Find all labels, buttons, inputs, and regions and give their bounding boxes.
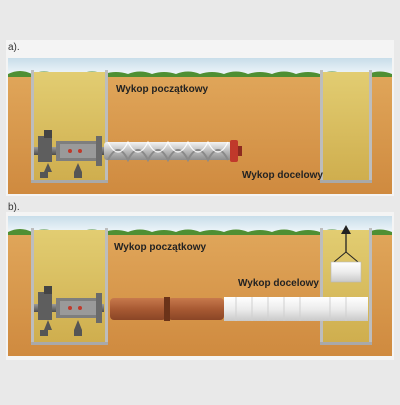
panel-a-tag: a). bbox=[8, 42, 20, 53]
panel-a-boring-machine bbox=[34, 130, 104, 178]
pipe-segment bbox=[168, 298, 224, 320]
panel-a-auger bbox=[104, 140, 232, 163]
panel-a-cutter-head bbox=[230, 140, 242, 162]
panel-b-casing-pipe bbox=[224, 297, 368, 321]
panel-a-start-pit-floor bbox=[31, 180, 108, 183]
panel-a-target-pit-wall-left bbox=[320, 70, 323, 182]
panel-a-target-pit-floor bbox=[320, 180, 372, 183]
panel-b-tag: b). bbox=[8, 202, 20, 213]
lifted-pipe-segment bbox=[330, 261, 362, 283]
panel-b-lift-assembly bbox=[330, 225, 362, 283]
panel-a-start-pit-wall-right bbox=[105, 70, 108, 182]
panel-a-target-pit bbox=[322, 72, 370, 180]
panel-a-start-pit-wall-left bbox=[31, 70, 34, 182]
panel-b-boring-machine bbox=[34, 286, 104, 336]
panel-b-start-pit-floor bbox=[31, 342, 108, 345]
panel-b-target-pit-label: Wykop docelowy bbox=[238, 278, 319, 289]
panel-b-jacking-pipes bbox=[110, 297, 224, 321]
panel-a-sky bbox=[8, 58, 392, 74]
panel-b-target-pit-wall-left bbox=[320, 228, 323, 344]
panel-b-start-pit-wall-right bbox=[105, 228, 108, 344]
panel-a bbox=[6, 40, 394, 196]
panel-b-sky bbox=[8, 216, 392, 232]
panel-a-start-pit-label: Wykop początkowy bbox=[116, 84, 209, 95]
pipe-segment bbox=[110, 298, 166, 320]
panel-a-start-pit bbox=[33, 72, 107, 180]
panel-b-target-pit-floor bbox=[320, 342, 372, 345]
panel-a-target-pit-wall-right bbox=[369, 70, 372, 182]
panel-b-start-pit-label: Wykop początkowy bbox=[114, 242, 207, 253]
panel-b-start-pit-wall-left bbox=[31, 228, 34, 344]
panel-a-target-pit-label: Wykop docelowy bbox=[242, 170, 323, 181]
panel-b bbox=[6, 212, 394, 360]
panel-b-target-pit-wall-right bbox=[369, 228, 372, 344]
up-arrow-icon bbox=[341, 225, 351, 234]
